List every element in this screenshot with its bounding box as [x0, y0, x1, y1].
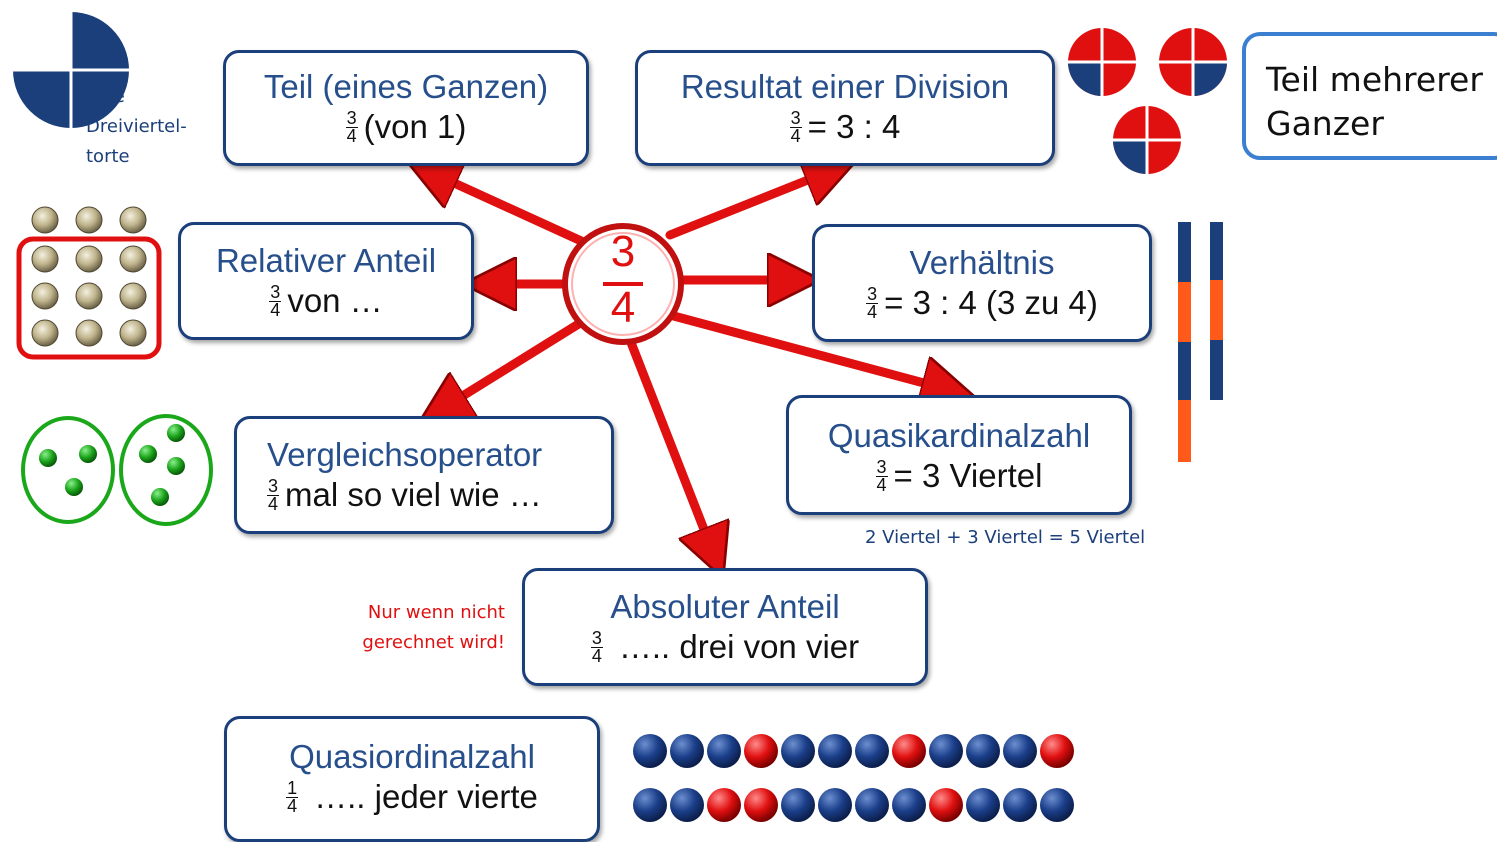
blue-bead — [929, 734, 963, 768]
arrow-teil — [430, 172, 595, 250]
blue-bead — [855, 734, 889, 768]
teil-mehrerer-line-2: Ganzer — [1266, 104, 1384, 143]
torte-label-line-2: Dreiviertel- — [86, 116, 187, 137]
blue-bead — [1003, 788, 1037, 822]
formula-text: = 3 : 4 (3 zu 4) — [884, 284, 1098, 321]
formula-text: = 3 Viertel — [893, 457, 1043, 494]
nur-wenn-line-2: gerechnet wird! — [362, 632, 505, 653]
green-dot-sets-icon — [21, 414, 213, 526]
red-bead — [707, 788, 741, 822]
center-fraction-circle — [562, 223, 684, 345]
blue-bead — [892, 788, 926, 822]
pie-icon-3 — [1113, 106, 1181, 174]
blue-bead — [781, 788, 815, 822]
nur-wenn-line-1: Nur wenn nicht — [367, 602, 505, 623]
formula-text: von … — [287, 282, 383, 319]
bead-rows-icon — [633, 734, 1074, 822]
arrow-quasikardinal — [665, 310, 950, 390]
box-title: Teil (eines Ganzen) — [263, 68, 549, 105]
torte-label-line-1: Eine — [86, 86, 125, 107]
blue-bead — [670, 734, 704, 768]
dreiviertel-torte-icon — [13, 12, 129, 128]
box-title: Absoluter Anteil — [610, 588, 840, 625]
box-teil-mehrerer-ganzer: Teil mehrerer Ganzer — [1242, 32, 1497, 160]
teil-mehrerer-text: Teil mehrerer Ganzer — [1266, 58, 1483, 146]
blue-bead — [781, 734, 815, 768]
center-denominator: 4 — [610, 283, 636, 332]
formula-text: (von 1) — [363, 108, 467, 145]
blue-bead — [855, 788, 889, 822]
center-fraction: 3 4 — [593, 226, 653, 334]
box-title: Verhältnis — [909, 244, 1055, 281]
red-bead — [744, 788, 778, 822]
red-bead — [929, 788, 963, 822]
blue-bead — [818, 734, 852, 768]
box-title: Vergleichsoperator — [267, 436, 543, 473]
box-title: Relativer Anteil — [215, 242, 437, 279]
viertel-sum-note: 2 Viertel + 3 Viertel = 5 Viertel — [865, 527, 1146, 548]
box-title: Quasikardinalzahl — [827, 417, 1091, 454]
arrow-vergleich — [440, 315, 590, 410]
pie-icon-1 — [1068, 28, 1136, 96]
blue-bead — [818, 788, 852, 822]
formula-text: ….. jeder vierte — [314, 778, 538, 815]
red-bead — [744, 734, 778, 768]
blue-bead — [1040, 788, 1074, 822]
blue-bead — [966, 788, 1000, 822]
red-bead — [1040, 734, 1074, 768]
formula-text: mal so viel wie … — [285, 476, 542, 513]
box-title: Quasiordinalzahl — [289, 738, 535, 775]
center-numerator: 3 — [610, 227, 636, 276]
box-title: Resultat einer Division — [680, 68, 1010, 105]
torte-label-line-3: torte — [86, 146, 130, 167]
blue-bead — [1003, 734, 1037, 768]
blue-bead — [633, 788, 667, 822]
torte-label: Eine Dreiviertel- torte — [86, 82, 187, 172]
teil-mehrerer-line-1: Teil mehrerer — [1266, 60, 1483, 99]
coins-icon — [16, 206, 162, 360]
arrow-resultat — [665, 170, 833, 240]
formula-text: = 3 : 4 — [807, 108, 901, 145]
blue-bead — [633, 734, 667, 768]
nur-wenn-note: Nur wenn nicht gerechnet wird! — [300, 598, 505, 658]
red-bead — [892, 734, 926, 768]
blue-bead — [966, 734, 1000, 768]
pie-icon-2 — [1159, 28, 1227, 96]
arrow-absolut — [625, 335, 714, 555]
formula-text: ….. drei von vier — [618, 628, 860, 665]
blue-bead — [707, 734, 741, 768]
arrows — [430, 170, 950, 555]
ratio-bars-icon — [1178, 222, 1223, 462]
blue-bead — [670, 788, 704, 822]
